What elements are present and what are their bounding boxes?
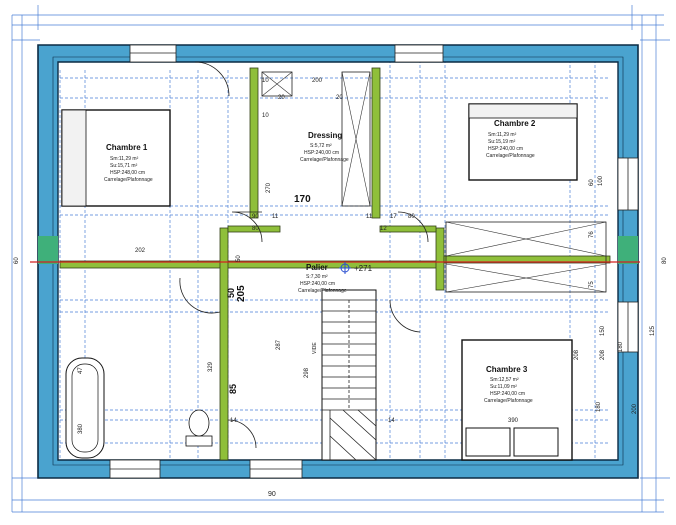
dimension-label: 90 xyxy=(252,214,259,220)
room-name: Chambre 3 xyxy=(486,365,528,374)
dimension-label: 125 xyxy=(650,325,656,336)
handwritten-annotations: 170 205 50 85 xyxy=(226,194,311,394)
room-info: Carrelage/Plafonnage xyxy=(298,288,347,294)
room-name: Palier xyxy=(306,263,328,272)
dimension-label: 14 xyxy=(388,418,395,424)
room-chambre-3: Chambre 3 Sm:12,57 m² Su:11,09 m² HSP:24… xyxy=(484,365,533,404)
dimension-label: 80 xyxy=(662,257,668,264)
room-info: HSP:240,00 cm xyxy=(490,391,525,397)
room-info: Su:15,19 m² xyxy=(488,139,516,145)
dimension-label: 298 xyxy=(304,367,310,378)
dimension-label: 150 xyxy=(600,325,606,336)
dimension-label: 200 xyxy=(632,403,638,414)
dimension-label: 14 xyxy=(230,418,237,424)
room-info: HSP:240,00 cm xyxy=(300,281,335,287)
room-name: Chambre 1 xyxy=(106,143,148,152)
dimension-label: 11 xyxy=(366,214,373,220)
dimension-label: 80 xyxy=(252,226,259,232)
dimension-label: 270 xyxy=(266,182,272,193)
dimension-label: 76 xyxy=(589,231,595,238)
annotation: 50 xyxy=(226,288,236,298)
dimension-label: 60 xyxy=(589,179,595,186)
dimension-label: 20 xyxy=(278,95,285,101)
dimension-label: 180 xyxy=(618,341,624,352)
dimension-label: 287 xyxy=(276,339,282,350)
furniture xyxy=(61,103,578,461)
room-palier: Palier S:7,30 m² HSP:240,00 cm Carrelage… xyxy=(298,263,347,294)
closet-marks xyxy=(261,71,607,293)
interior-walls xyxy=(59,67,611,461)
room-info: Carrelage/Plafonnage xyxy=(484,398,533,404)
dimension-label: 202 xyxy=(135,248,146,254)
room-info: Carrelage/Plafonnage xyxy=(104,177,153,183)
bath-label: 47 xyxy=(78,367,84,374)
dimension-label: 17 xyxy=(390,214,397,220)
dimension-label: 10 xyxy=(262,113,269,119)
room-info: HSP:240,00 cm xyxy=(488,146,523,152)
room-info: Sm:11,29 m² xyxy=(488,132,517,138)
dimension-label: 10 xyxy=(262,78,269,84)
room-info: S:5,72 m² xyxy=(310,143,332,149)
dimension-label: 90 xyxy=(268,491,276,498)
dimension-label: 100 xyxy=(598,175,604,186)
room-info: HSP:240,00 cm xyxy=(304,150,339,156)
room-chambre-2: Chambre 2 Sm:11,29 m² Su:15,19 m² HSP:24… xyxy=(486,119,536,159)
room-info: Sm:12,57 m² xyxy=(490,377,519,383)
room-info: Carrelage/Plafonnage xyxy=(486,153,535,159)
room-info: Sm:11,29 m² xyxy=(110,156,139,162)
room-dressing: Dressing S:5,72 m² HSP:240,00 cm Carrela… xyxy=(300,131,349,163)
dimension-label: 329 xyxy=(208,361,214,372)
dimension-label: 75 xyxy=(589,281,595,288)
dimension-label: 11 xyxy=(272,214,279,220)
room-name: Chambre 2 xyxy=(494,119,536,128)
void-label: VIDE xyxy=(312,342,318,354)
room-info: S:7,30 m² xyxy=(306,274,328,280)
dimension-label: 20 xyxy=(336,95,343,101)
room-name: Dressing xyxy=(308,131,342,140)
room-chambre-1: Chambre 1 Sm:11,29 m² Su:15,71 m² HSP:24… xyxy=(104,143,153,183)
annotation: 85 xyxy=(228,384,238,394)
dimension-labels: 200 10 20 20 10 202 90 90 80 80 11 11 17… xyxy=(14,78,668,498)
dimension-label: 12 xyxy=(380,226,387,232)
staircase xyxy=(321,289,377,461)
doors xyxy=(179,61,429,449)
level-marker: +271 xyxy=(339,262,373,274)
dimension-label: 390 xyxy=(508,418,519,424)
room-info: HSP:248,00 cm xyxy=(110,170,145,176)
dimension-label: 208 xyxy=(600,349,606,360)
room-info: Su:15,71 m² xyxy=(110,163,138,169)
dimension-label: 180 xyxy=(596,401,602,412)
annotation: 205 xyxy=(236,285,247,302)
level-label: +271 xyxy=(354,264,373,273)
room-info: Carrelage/Plafonnage xyxy=(300,157,349,163)
dimension-label: 60 xyxy=(14,257,20,264)
dimension-label: 80 xyxy=(408,214,415,220)
dimension-label: 200 xyxy=(312,78,323,84)
windows xyxy=(38,44,639,479)
annotation: 170 xyxy=(294,194,311,205)
dimension-label: 50 xyxy=(236,255,242,262)
dimension-label: 208 xyxy=(574,349,580,360)
dimension-label: 380 xyxy=(78,423,84,434)
room-info: Su:11,09 m² xyxy=(490,384,517,390)
